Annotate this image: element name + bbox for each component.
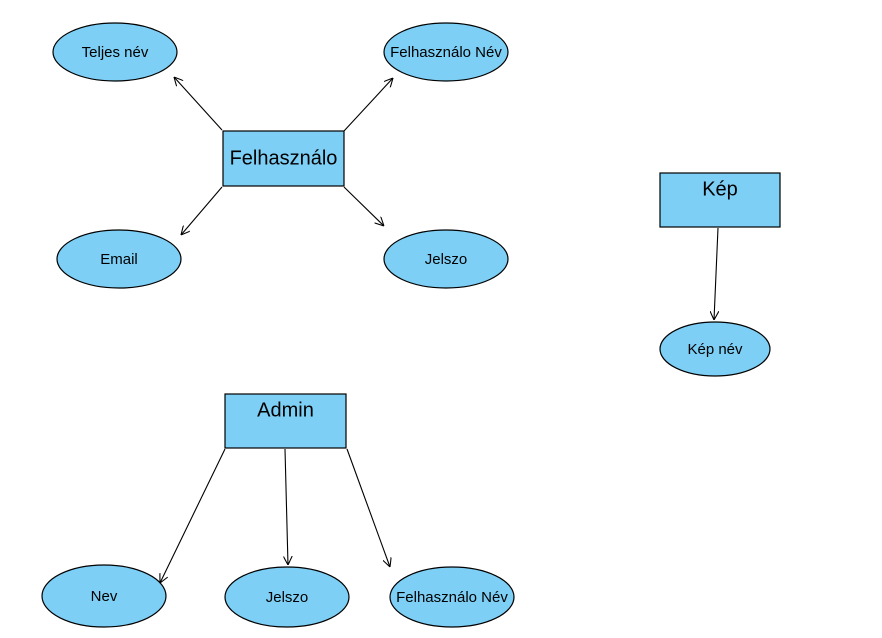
attribute-admin-felhasznalo-nev: Felhasználo Név: [389, 566, 515, 628]
attribute-label: Kép név: [687, 341, 743, 358]
entity-admin: Admin: [224, 393, 347, 449]
entity-label-admin: Admin: [257, 399, 314, 421]
arrow-admin-to-felhasznalo-nev: [346, 448, 390, 567]
entity-label-felhasznalo: Felhasználo: [230, 147, 338, 169]
attribute-label: Nev: [91, 588, 118, 605]
attribute-ellipse: [56, 229, 182, 289]
attribute-felhasznalo-felhasznalo-nev: Felhasználo Név: [383, 22, 509, 82]
attribute-ellipse: [659, 321, 771, 377]
arrow-felhasznalo-to-email: [181, 186, 223, 235]
arrow-felhasznalo-to-felhasznalo-nev: [343, 78, 393, 132]
attribute-ellipse: [41, 564, 167, 628]
attribute-label: Felhasználo Név: [396, 589, 508, 606]
edges-layer: [160, 77, 718, 583]
entity-box-kep: [659, 172, 781, 228]
attribute-kep-kep-nev: Kép név: [659, 321, 771, 377]
attribute-felhasznalo-jelszo: Jelszo: [383, 229, 509, 289]
entity-box-felhasznalo: [222, 130, 345, 187]
attribute-felhasznalo-email: Email: [56, 229, 182, 289]
arrow-felhasznalo-to-jelszo: [343, 186, 384, 226]
attribute-felhasznalo-teljes-nev: Teljes név: [52, 22, 178, 82]
attribute-label: Jelszo: [425, 251, 468, 268]
attribute-ellipse: [224, 566, 350, 628]
attribute-label: Email: [100, 251, 138, 268]
arrow-felhasznalo-to-teljes-nev: [174, 77, 223, 131]
attribute-admin-jelszo: Jelszo: [224, 566, 350, 628]
attribute-ellipse: [383, 22, 509, 82]
attribute-label: Felhasználo Név: [390, 44, 502, 61]
attribute-ellipse: [383, 229, 509, 289]
entity-felhasznalo: Felhasználo: [222, 130, 345, 187]
attribute-label: Teljes név: [82, 44, 149, 61]
arrow-admin-to-nev: [160, 448, 226, 583]
entity-kep: Kép: [659, 172, 781, 228]
arrow-kep-to-kep-nev: [714, 227, 718, 320]
arrow-admin-to-jelszo: [285, 448, 288, 565]
attribute-ellipse: [52, 22, 178, 82]
entity-label-kep: Kép: [702, 178, 738, 200]
attribute-ellipse: [389, 566, 515, 628]
attribute-admin-nev: Nev: [41, 564, 167, 628]
attribute-label: Jelszo: [266, 589, 309, 606]
entity-box-admin: [224, 393, 347, 449]
